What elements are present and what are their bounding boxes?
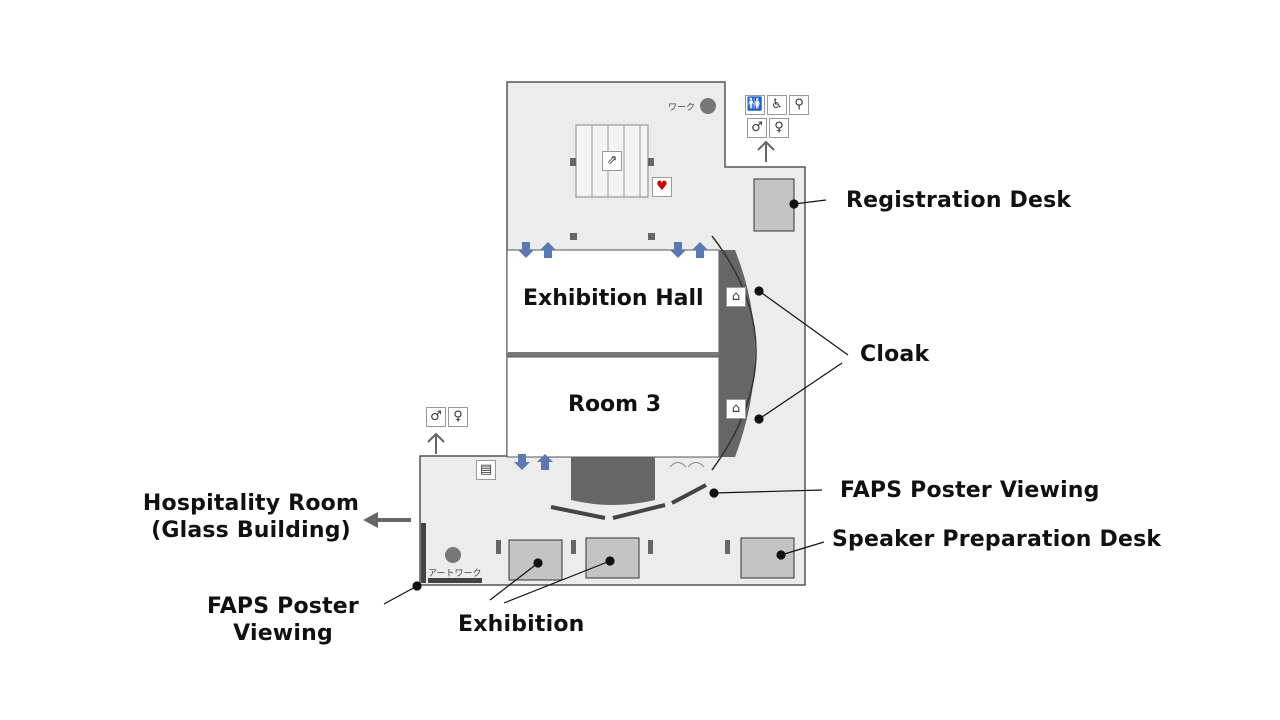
female-icon: ♀ bbox=[448, 407, 468, 427]
poster-board-left bbox=[421, 523, 426, 583]
male-icon: ♂ bbox=[747, 118, 767, 138]
exhibition-hall-room bbox=[506, 249, 720, 355]
female-icon: ♀ bbox=[769, 118, 789, 138]
poster-board bbox=[550, 505, 606, 520]
hanger-icon: ⌂ bbox=[726, 399, 746, 419]
artwork-marker bbox=[700, 98, 716, 114]
faps-poster-viewing-label: FAPS Poster Viewing bbox=[840, 478, 1100, 503]
hospitality-room-label: Hospitality Room (Glass Building) bbox=[138, 491, 364, 543]
aed-icon: ♥ bbox=[652, 177, 672, 197]
artwork-top-text: ワーク bbox=[668, 103, 696, 113]
door-arrows bbox=[514, 242, 708, 470]
faps-poster-left-line2: Viewing bbox=[233, 621, 333, 646]
male-icon: ♂ bbox=[426, 407, 446, 427]
wheelchair-icon: ♿ bbox=[767, 95, 787, 115]
room3-label: Room 3 bbox=[568, 392, 662, 417]
room-divider bbox=[508, 352, 719, 357]
room3-room bbox=[506, 356, 720, 458]
curved-wall bbox=[711, 235, 757, 471]
speaker-prep-desk bbox=[740, 537, 795, 579]
restroom-icon: 🚻 bbox=[745, 95, 765, 115]
registration-desk bbox=[753, 178, 795, 232]
exhibition-label: Exhibition bbox=[458, 612, 585, 637]
poster-board bbox=[671, 483, 707, 505]
artwork-bottom-text: アートワーク bbox=[428, 569, 482, 579]
faps-poster-left-line1: FAPS Poster bbox=[207, 594, 359, 619]
cloak-label: Cloak bbox=[860, 342, 930, 367]
speaker-preparation-desk-label: Speaker Preparation Desk bbox=[832, 527, 1162, 552]
hospitality-arrow-icon bbox=[363, 512, 411, 528]
exhibition-hall-label: Exhibition Hall bbox=[523, 286, 704, 311]
escalator-icon: ⇗ bbox=[602, 151, 622, 171]
faps-poster-left-label: FAPS Poster Viewing bbox=[190, 594, 376, 646]
hospitality-line2: (Glass Building) bbox=[151, 518, 351, 543]
registration-desk-label: Registration Desk bbox=[846, 188, 1072, 213]
baby-changing-icon: ⚲ bbox=[789, 95, 809, 115]
poster-board-left bbox=[428, 578, 482, 583]
artwork-marker bbox=[445, 547, 461, 563]
poster-board bbox=[612, 503, 666, 520]
up-arrow-icon bbox=[427, 140, 775, 454]
hanger-icon: ⌂ bbox=[726, 287, 746, 307]
hospitality-line1: Hospitality Room bbox=[142, 491, 360, 516]
dark-area-bottom bbox=[571, 457, 655, 505]
locker-icon: ▤ bbox=[476, 460, 496, 480]
